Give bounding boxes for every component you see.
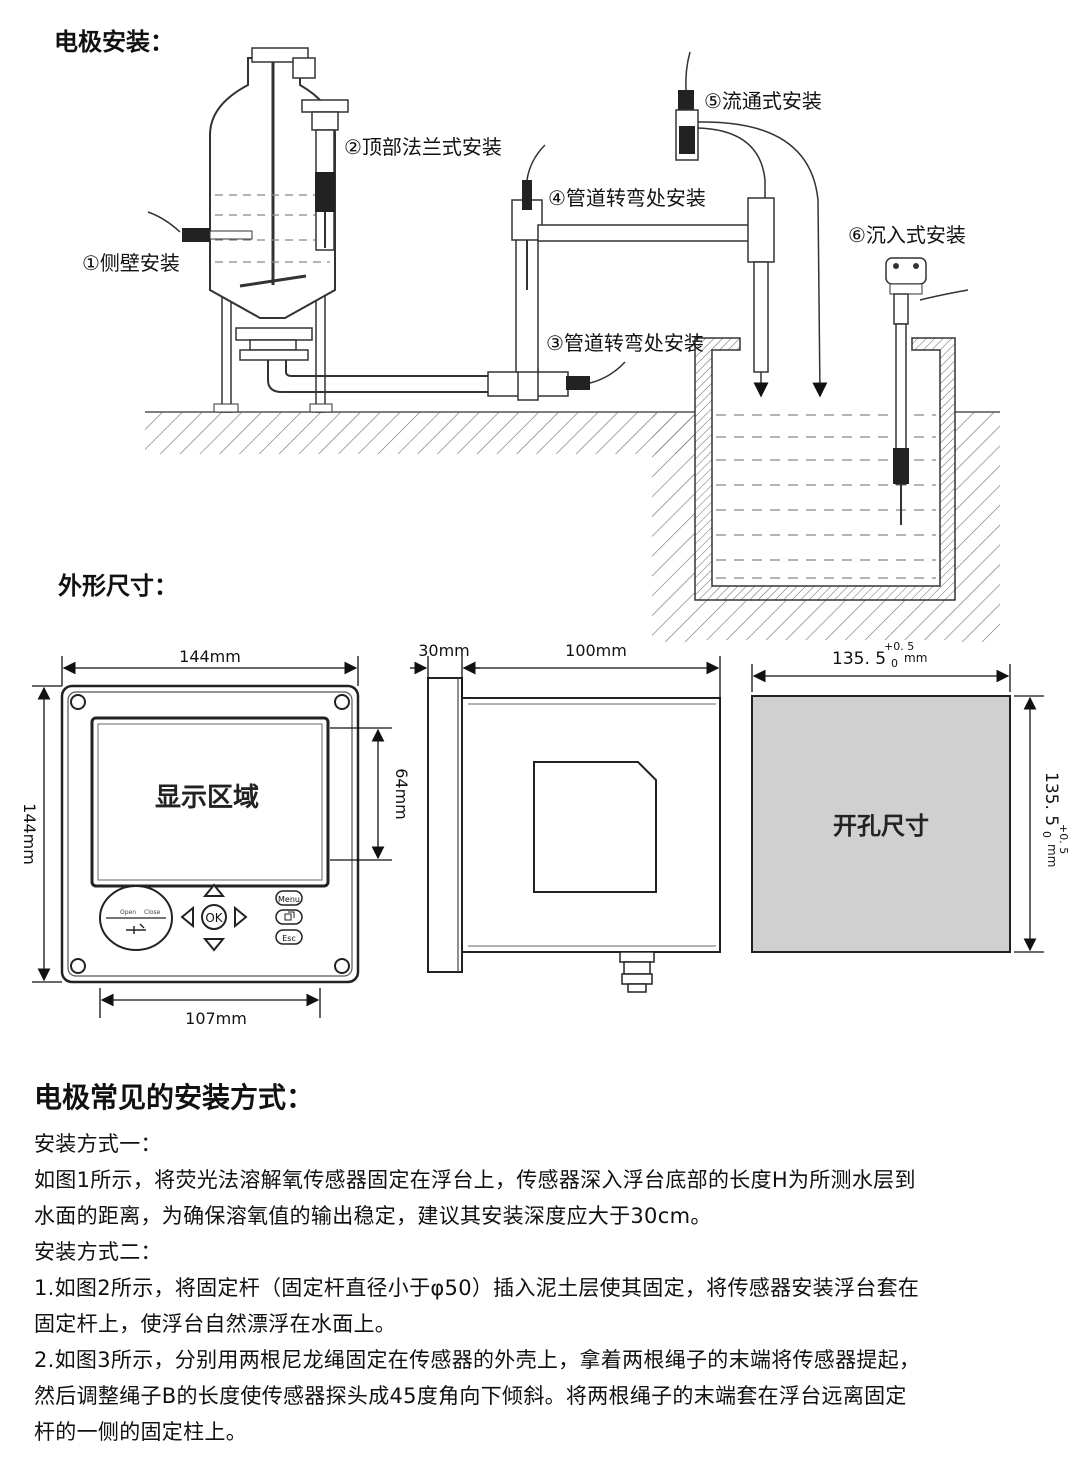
menu-key-label: Menu — [278, 895, 300, 904]
display-area — [90, 716, 330, 888]
label-immersion: ⑥沉入式安装 — [848, 223, 966, 247]
front-width-label: 144mm — [179, 647, 241, 666]
basin — [694, 337, 956, 601]
display-area-label: 显示区域 — [155, 783, 259, 813]
cutout-width-tol-lower: 0 — [891, 657, 898, 670]
side-view — [427, 677, 721, 993]
cutout-width-dimension — [751, 664, 1011, 692]
front-view: 显示区域 Open Close OK Menu Esc — [60, 684, 360, 984]
notes-line: 如图1所示，将荧光法溶解氧传感器固定在浮台上，传感器深入浮台底部的长度H为所测水… — [34, 1168, 916, 1192]
keypad-width-dimension — [99, 988, 321, 1018]
front-height-label: 144mm — [20, 803, 39, 865]
cutout-area — [751, 695, 1011, 953]
notes-line: 水面的距离，为确保溶氧值的输出稳定，建议其安装深度应大于30cm。 — [34, 1204, 712, 1228]
side-panel-dimension — [410, 656, 721, 698]
front-width-dimension — [61, 656, 359, 686]
dimensions-title: 外形尺寸： — [58, 572, 178, 600]
copy-key[interactable] — [275, 909, 303, 925]
immersion-probe — [885, 257, 969, 525]
cutout-height-dimension — [1014, 695, 1044, 953]
key-open-label: Open — [120, 909, 136, 916]
display-height-label: 64mm — [392, 768, 411, 820]
esc-key-label: Esc — [282, 934, 296, 943]
label-pipe-bend-3: ③管道转弯处安装 — [546, 331, 704, 355]
pipeline — [267, 144, 775, 401]
menu-key[interactable] — [275, 890, 303, 906]
ok-key[interactable] — [201, 904, 227, 930]
label-side-wall: ①侧壁安装 — [82, 251, 180, 275]
keypad-width-label: 107mm — [185, 1009, 247, 1028]
notes-line: 安装方式二： — [34, 1240, 162, 1264]
left-arrow-key[interactable] — [180, 905, 194, 929]
cutout-width-tol-upper: +0. 5 — [884, 640, 914, 653]
display-height-dimension — [330, 727, 392, 861]
side-depth-label: 100mm — [565, 641, 627, 660]
front-height-dimension — [32, 685, 62, 983]
flow-through-probe — [675, 51, 828, 398]
cutout-height-tol-upper: +0. 5 — [1057, 824, 1070, 854]
tank — [209, 47, 336, 413]
ground — [145, 411, 1000, 642]
installation-title: 电极安装： — [54, 28, 174, 56]
notes-line: 安装方式一： — [34, 1132, 162, 1156]
cutout-width-unit: mm — [904, 651, 927, 665]
notes-line: 杆的一侧的固定柱上。 — [34, 1420, 247, 1444]
installation-and-dimension-diagram: ①侧壁安装 ②顶部法兰式安装 ④管道转弯处安装 ③管道转弯处安装 ⑤流通式安装 … — [20, 47, 1070, 1028]
up-arrow-key[interactable] — [202, 883, 226, 897]
key-close-label: Close — [144, 909, 161, 916]
down-arrow-key[interactable] — [202, 938, 226, 952]
cutout-width-value: 135. 5 — [832, 649, 886, 669]
copy-icon — [284, 911, 295, 921]
label-pipe-bend-4: ④管道转弯处安装 — [548, 186, 706, 210]
notes-line: 固定杆上，使浮台自然漂浮在水面上。 — [34, 1312, 397, 1336]
installation-notes: 电极常见的安装方式： 安装方式一： 如图1所示，将荧光法溶解氧传感器固定在浮台上… — [34, 1078, 1044, 1450]
cutout-height-unit: mm — [1045, 844, 1059, 867]
label-top-flange: ②顶部法兰式安装 — [344, 135, 502, 159]
cutout-height-tol-lower: 0 — [1040, 831, 1053, 838]
top-flange-probe — [301, 99, 349, 251]
notes-line: 然后调整绳子B的长度使传感器探头成45度角向下倾斜。将两根绳子的末端套在浮台远离… — [34, 1384, 907, 1408]
notes-line: 2.如图3所示，分别用两根尼龙绳固定在传感器的外壳上，拿着两根绳子的末端将传感器… — [34, 1348, 921, 1372]
usb-icon — [126, 923, 146, 934]
esc-key[interactable] — [275, 929, 303, 945]
notes-line: 1.如图2所示，将固定杆（固定杆直径小于φ50）插入泥土层使其固定，将传感器安装… — [34, 1276, 920, 1300]
cutout-height-value: 135. 5 — [1041, 772, 1061, 826]
ok-key-label: OK — [205, 911, 223, 925]
side-wall-probe — [147, 211, 253, 242]
cutout-label: 开孔尺寸 — [833, 812, 929, 840]
notes-heading: 电极常见的安装方式： — [34, 1081, 315, 1114]
corner-screws — [70, 694, 350, 974]
right-arrow-key[interactable] — [234, 905, 248, 929]
side-panel-label: 30mm — [418, 641, 470, 660]
label-flow-through: ⑤流通式安装 — [704, 89, 822, 113]
